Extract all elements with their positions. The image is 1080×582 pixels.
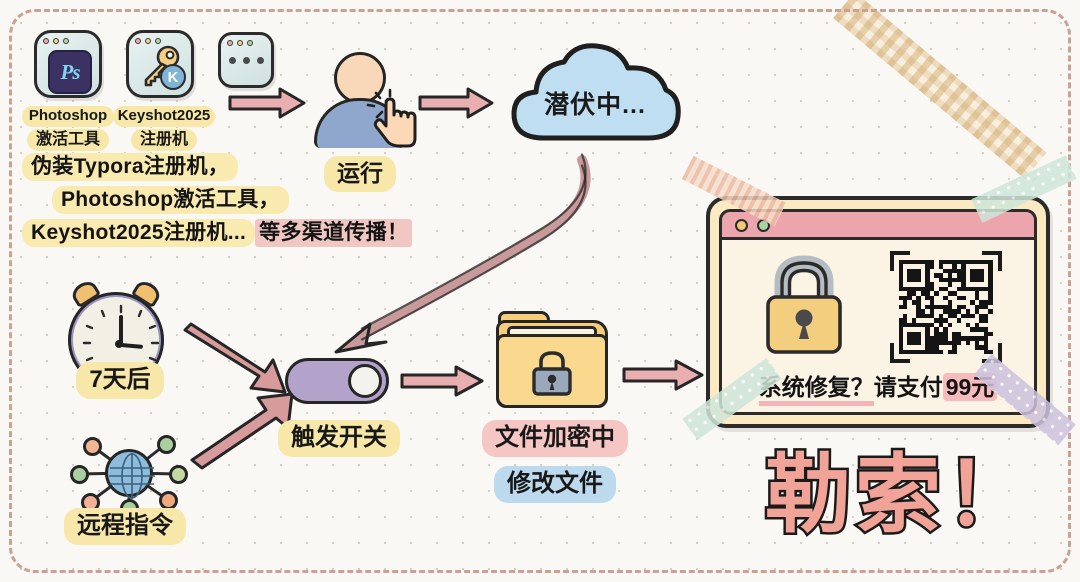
cloud-stage: 潜伏中... — [500, 38, 690, 146]
modify-label: 修改文件 — [494, 466, 616, 503]
dot-green — [63, 38, 69, 44]
dot-red — [135, 38, 141, 44]
dot-green — [155, 38, 161, 44]
qr-bracket — [889, 251, 910, 271]
remote-label-wrap: 远程指令 — [45, 508, 205, 545]
timer-label: 7天后 — [76, 362, 164, 399]
keyshot-label-line1: Keyshot2025 — [112, 106, 216, 127]
arrow-timer-to-trigger — [183, 322, 287, 394]
keyshot-label-line2: 注册机 — [130, 128, 197, 151]
corner-tape — [833, 0, 1047, 179]
arrow-encrypt-to-ransom — [622, 359, 704, 391]
remote-label: 远程指令 — [64, 508, 186, 545]
network-node — [70, 465, 89, 484]
qr-bracket — [889, 343, 910, 363]
qr-grid — [898, 260, 993, 354]
dot-yellow — [53, 38, 59, 44]
remote-stage — [64, 430, 194, 518]
keyshot-app-card[interactable]: K — [126, 30, 194, 98]
arrow-remote-to-trigger — [190, 392, 294, 470]
encrypt-label-wrap: 文件加密中 — [470, 420, 640, 457]
toggle-switch-icon[interactable] — [285, 358, 389, 404]
arrow-trigger-to-encrypt — [400, 365, 484, 397]
description-line-1: 伪装Typora注册机， — [22, 153, 239, 181]
window-dots — [43, 38, 69, 44]
arrow-cloud-to-trigger — [334, 153, 591, 354]
cloud-label: 潜伏中... — [544, 91, 646, 119]
ransom-body — [722, 248, 1034, 366]
photoshop-app-icon[interactable]: Ps — [34, 30, 102, 98]
keyshot-k-badge: K — [160, 64, 186, 90]
padlock-icon — [532, 351, 572, 396]
photoshop-caption: Photoshop 激活工具 — [20, 106, 116, 151]
window-dots — [135, 38, 161, 44]
locked-folder-icon — [496, 311, 608, 412]
photoshop-label-line2: 激活工具 — [26, 128, 109, 151]
trigger-label-wrap: 触发开关 — [266, 420, 412, 457]
photoshop-app-card[interactable]: Ps — [34, 30, 102, 98]
run-label: 运行 — [324, 156, 396, 192]
clock-hour-hand — [120, 343, 144, 349]
more-apps-icon[interactable] — [218, 32, 274, 88]
timer-label-wrap: 7天后 — [60, 362, 180, 399]
description-line-3b: 等多渠道传播！ — [255, 219, 413, 247]
clock-center — [115, 340, 123, 348]
dot-yellow — [237, 40, 243, 46]
trigger-stage[interactable] — [285, 358, 389, 404]
arrow-apps-to-person — [228, 87, 306, 119]
globe-lines — [109, 453, 155, 499]
dot-green — [247, 40, 253, 46]
ps-glyph: Ps — [48, 50, 92, 94]
dot-yellow — [735, 219, 748, 232]
dot-red — [227, 40, 233, 46]
network-globe-icon — [105, 449, 155, 499]
qr-code-icon — [889, 251, 1002, 363]
network-node — [83, 437, 102, 456]
description-text-block: 伪装Typora注册机， Photoshop激活工具， Keyshot2025注… — [22, 150, 422, 249]
modify-label-wrap: 修改文件 — [470, 466, 640, 503]
dot-red — [43, 38, 49, 44]
window-dots — [227, 40, 253, 46]
run-label-wrap: 运行 — [305, 156, 415, 192]
padlock-icon — [765, 255, 842, 354]
network-node — [169, 465, 188, 484]
click-cursor-icon — [366, 88, 417, 148]
ransom-caption-mid: 请支付 — [873, 374, 943, 400]
keyshot-caption: Keyshot2025 注册机 — [110, 106, 218, 151]
qr-bracket — [981, 251, 1002, 271]
encrypt-stage — [496, 311, 608, 412]
keyshot-app-icon[interactable]: K — [126, 30, 194, 98]
more-apps-card[interactable] — [218, 32, 274, 88]
photoshop-label-line1: Photoshop — [21, 106, 115, 127]
network-node — [157, 435, 176, 454]
toggle-knob[interactable] — [348, 364, 382, 398]
trigger-label: 触发开关 — [278, 420, 400, 457]
dot-yellow — [145, 38, 151, 44]
cloud-icon — [511, 43, 681, 141]
description-line-3a: Keyshot2025注册机... — [22, 219, 256, 247]
arrow-person-to-cloud — [418, 87, 494, 119]
encrypt-label: 文件加密中 — [482, 420, 628, 457]
ellipsis-icon — [221, 35, 271, 85]
description-line-2: Photoshop激活工具， — [52, 186, 289, 214]
clock-minute-hand — [119, 315, 123, 345]
ransom-headline: 勒索！ — [763, 445, 1035, 545]
